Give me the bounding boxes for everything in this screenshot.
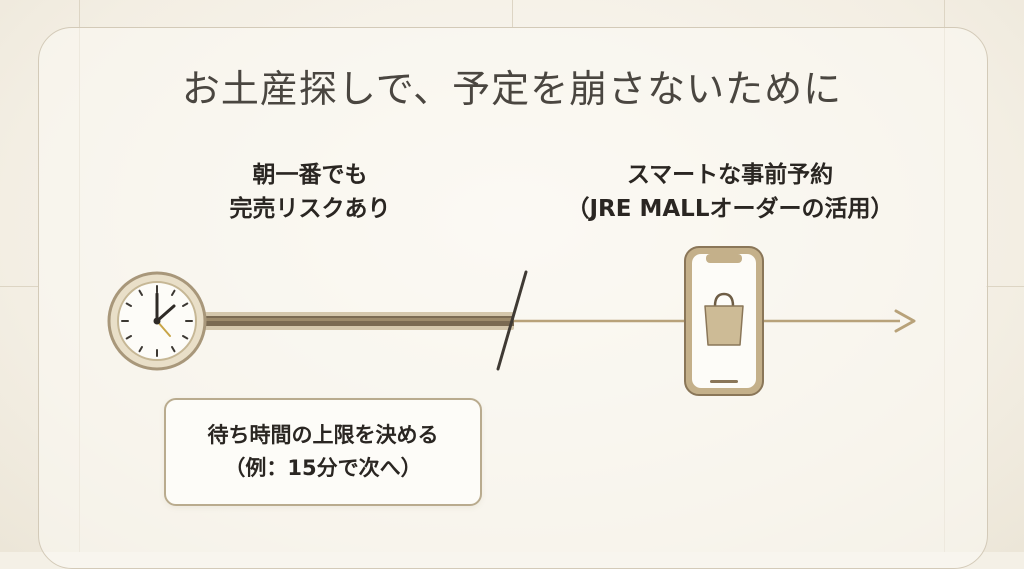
note-box: 待ち時間の上限を決める （例：15分で次へ）: [164, 398, 482, 506]
left-label-line2: 完売リスクあり: [229, 196, 391, 222]
grid-line-horizontal: [0, 286, 38, 287]
right-label: スマートな事前予約 （JRE MALLオーダーの活用）: [560, 158, 900, 226]
timeline-thick-bar: [196, 312, 514, 330]
note-line1: 待ち時間の上限を決める: [207, 423, 439, 447]
slash-divider: [496, 270, 528, 371]
timeline-diagram: [107, 246, 916, 396]
right-label-line2: （JRE MALLオーダーの活用）: [566, 196, 894, 222]
page-title: お土産探しで、予定を崩さないために: [181, 67, 843, 111]
shopping-bag-icon: [704, 292, 744, 346]
grid-line-vertical-center: [512, 0, 513, 27]
note-line2: （例：15分で次へ）: [224, 456, 422, 480]
arrow-right-icon: [894, 309, 916, 333]
left-label-line1: 朝一番でも: [252, 162, 368, 188]
grid-line-horizontal-right: [986, 286, 1024, 287]
right-label-line1: スマートな事前予約: [626, 162, 834, 188]
clock-icon: [107, 271, 207, 371]
left-label: 朝一番でも 完売リスクあり: [160, 158, 460, 226]
